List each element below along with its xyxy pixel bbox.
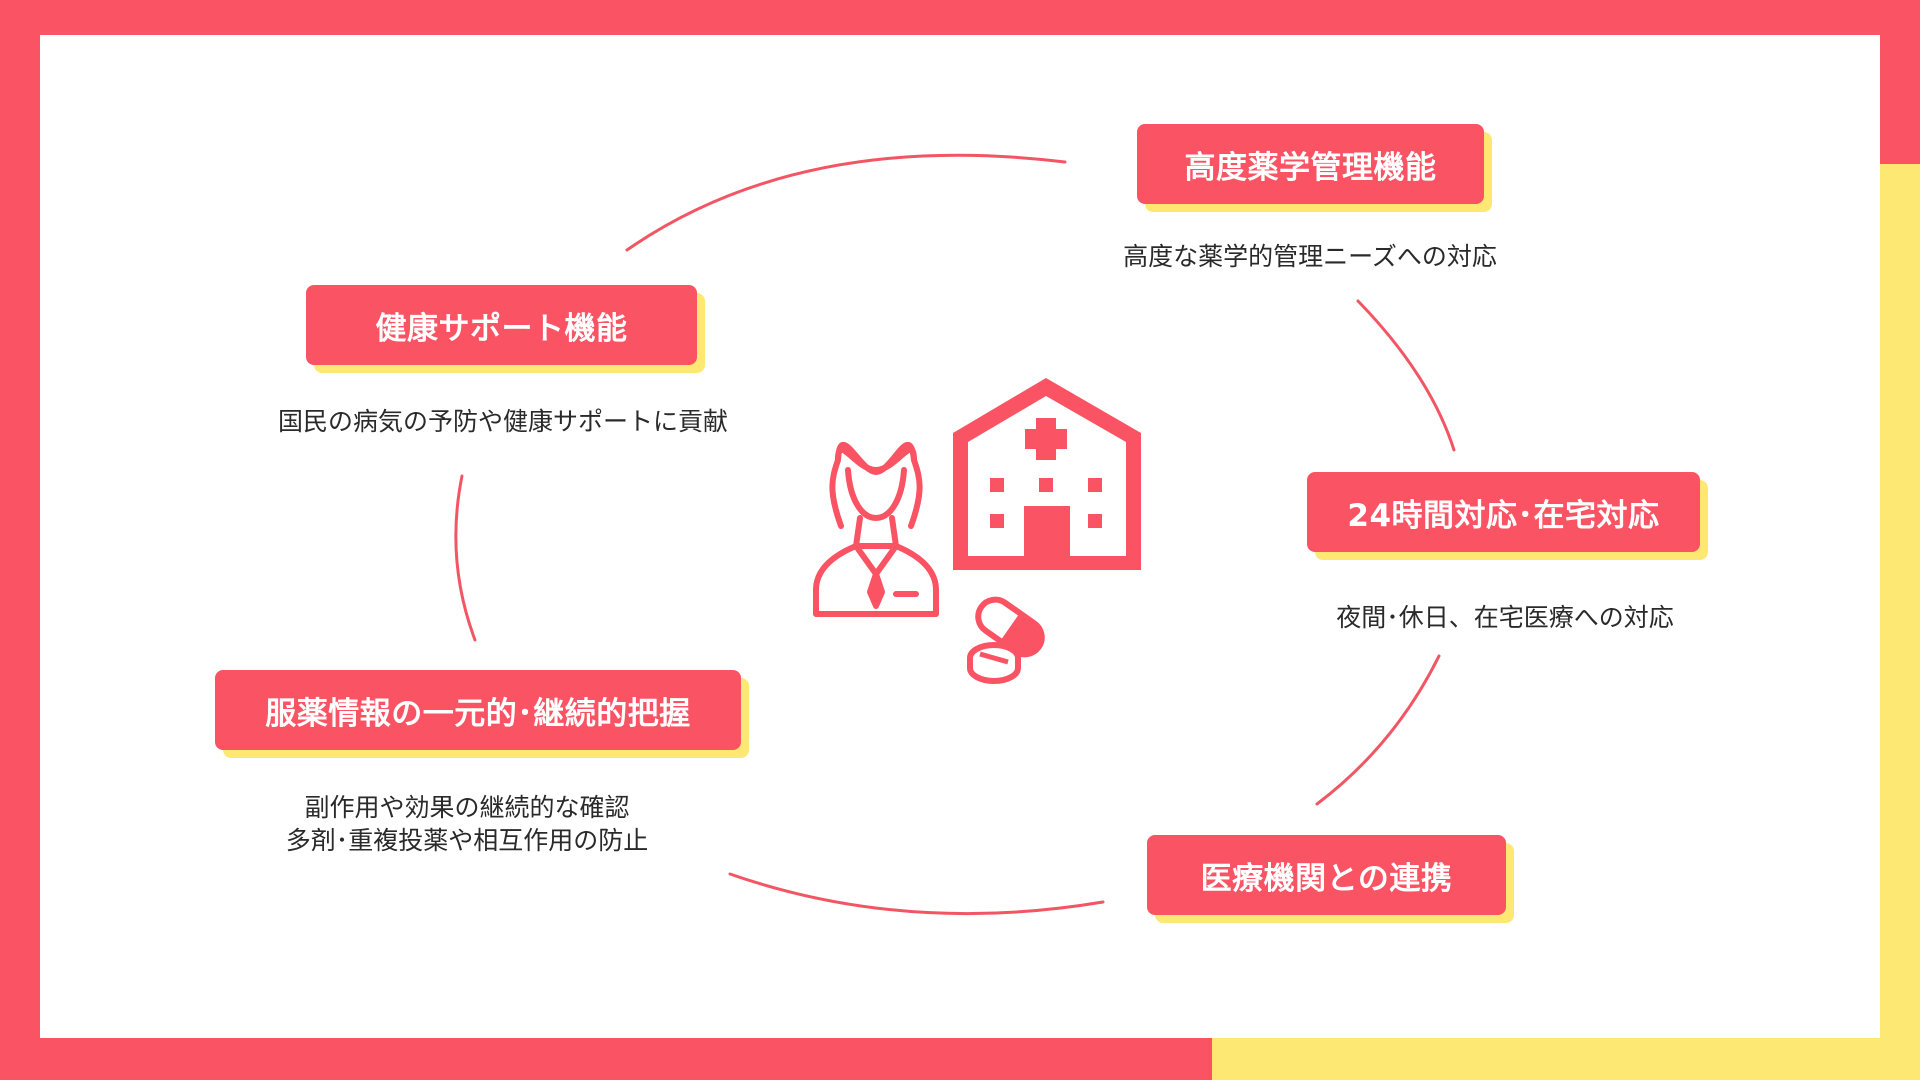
desc-line: 国民の病気の予防や健康サポートに貢献	[277, 407, 728, 436]
function-chip-pharma-management: 高度薬学管理機能	[1137, 124, 1492, 212]
yellow-accent-bottom	[1212, 1038, 1920, 1080]
chip-title: 24時間対応･在宅対応	[1307, 472, 1700, 552]
chip-title: 服薬情報の一元的･継続的把握	[215, 670, 741, 750]
chip-title: 医療機関との連携	[1147, 835, 1506, 915]
chip-title: 健康サポート機能	[306, 285, 697, 365]
ring-arc-top	[625, 153, 1067, 252]
function-chip-24h-homecare: 24時間対応･在宅対応	[1307, 472, 1708, 560]
ring-arc-lower-right	[1315, 654, 1441, 806]
function-chip-medical-collaboration: 医療機関との連携	[1147, 835, 1514, 923]
desc-line: 夜間･休日、在宅医療への対応	[1336, 603, 1674, 632]
desc-line: 副作用や効果の継続的な確認	[304, 793, 630, 822]
function-chip-health-support: 健康サポート機能	[306, 285, 705, 373]
function-desc-pharma-management: 高度な薬学的管理ニーズへの対応	[1070, 240, 1550, 273]
desc-line: 高度な薬学的管理ニーズへの対応	[1123, 242, 1497, 271]
pharmacist-icon	[813, 441, 939, 617]
ring-arc-upper-right	[1356, 299, 1456, 452]
yellow-accent-right	[1880, 164, 1920, 1080]
function-desc-24h-homecare: 夜間･休日、在宅医療への対応	[1290, 601, 1720, 634]
function-desc-health-support: 国民の病気の予防や健康サポートに貢献	[238, 405, 768, 438]
desc-line: 多剤･重複投薬や相互作用の防止	[285, 826, 649, 855]
function-chip-medication-info: 服薬情報の一元的･継続的把握	[215, 670, 749, 758]
function-desc-medication-info: 副作用や効果の継続的な確認 多剤･重複投薬や相互作用の防止	[230, 791, 704, 857]
hospital-icon	[953, 378, 1141, 570]
chip-title: 高度薬学管理機能	[1137, 124, 1484, 204]
ring-arc-bottom	[728, 872, 1105, 916]
medicine-pills-icon	[967, 596, 1045, 684]
ring-arc-left	[454, 474, 477, 642]
